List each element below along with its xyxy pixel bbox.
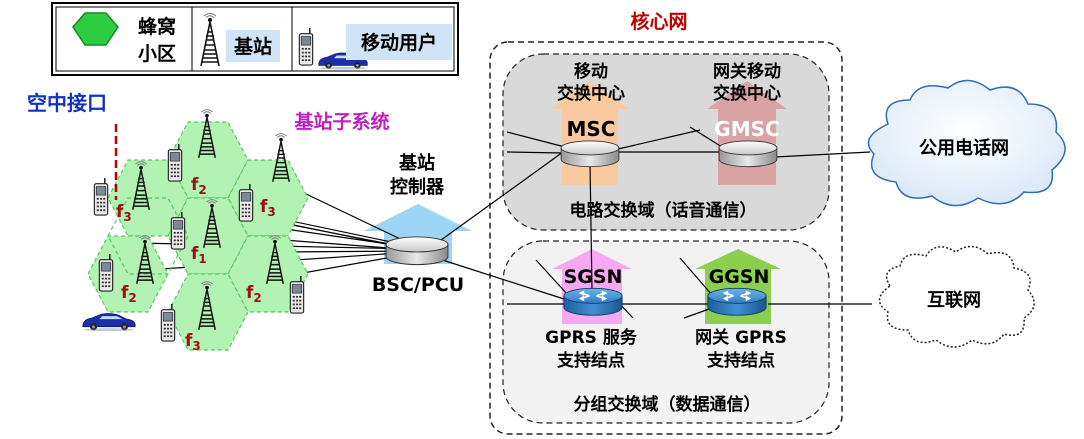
msc-label-line2: 交换中心 [557, 83, 625, 104]
pstn-cloud: 公用电话网 [867, 79, 1066, 207]
cell-hexagon [167, 273, 249, 351]
legend: 蜂窝 小区 基站 移动用户 [51, 2, 459, 76]
legend-base-station-label: 基站 [233, 35, 272, 58]
cell-hexagon [167, 197, 249, 275]
core-network-frame [489, 41, 843, 435]
air-interface-label: 空中接口 [27, 91, 107, 115]
sgsn-label-line1: GPRS 服务 [545, 327, 638, 348]
gmsc-disk-icon [718, 140, 778, 168]
legend-cell-hexagon-icon [72, 12, 119, 46]
frequency-labels: f2 f3 f3 f1 f2 f2 f3 [116, 175, 276, 353]
ggsn-name: GGSN [709, 266, 770, 288]
sgsn-router-icon [562, 287, 624, 317]
internet-cloud: 互联网 [878, 245, 1035, 348]
freq-f2-label: f2 [121, 283, 137, 305]
bss-title: 基站子系统 [293, 110, 389, 133]
cell-hexagon [227, 235, 309, 313]
sgsn-label-line2: 支持结点 [557, 350, 625, 371]
core-network-title: 核心网 [630, 10, 687, 33]
ggsn-label-line1: 网关 GPRS [695, 327, 787, 348]
internet-label: 互联网 [927, 290, 981, 311]
ggsn-label-line2: 支持结点 [707, 350, 775, 371]
cell-hexagon [167, 121, 249, 199]
phone-icon [160, 304, 176, 342]
base-station-icon [271, 132, 291, 183]
msc-disk-icon [560, 140, 620, 168]
phone-icon [167, 144, 183, 182]
phone-icon [98, 254, 114, 292]
freq-f2-label: f2 [246, 283, 262, 305]
legend-phone-icon [298, 28, 314, 66]
gmsc-label-line1: 网关移动 [713, 61, 781, 82]
packet-domain-label: 分组交换域（数据通信） [574, 394, 761, 415]
freq-f1-label: f1 [191, 244, 207, 266]
legend-cell-label-line2: 小区 [138, 43, 176, 65]
msc-label-line1: 移动 [574, 61, 608, 82]
freq-f3-label: f3 [116, 202, 132, 224]
bsc-label-line2: 控制器 [390, 176, 445, 198]
freq-f3-label: f3 [260, 197, 276, 219]
freq-f2-label: f2 [191, 175, 207, 197]
bsc-disk-icon [385, 236, 449, 266]
bsc-name: BSC/PCU [372, 274, 464, 296]
ggsn-router-icon [706, 287, 768, 317]
phone-icon [93, 178, 109, 216]
phone-icon [289, 276, 305, 314]
gmsc-name: GMSC [714, 117, 779, 141]
bsc-label-line1: 基站 [398, 152, 435, 174]
msc-name: MSC [567, 117, 616, 141]
pstn-label: 公用电话网 [919, 137, 1009, 159]
gmsc-label-line2: 交换中心 [713, 83, 781, 104]
phone-icon [238, 184, 254, 222]
phone-icon [170, 212, 186, 250]
car-icon [82, 312, 136, 332]
legend-mobile-user-label: 移动用户 [361, 31, 437, 54]
circuit-domain-label: 电路交换域（话音通信） [570, 200, 757, 221]
cell-hexagon [107, 197, 189, 275]
sgsn-name: SGSN [564, 266, 623, 288]
freq-f3-label: f3 [185, 331, 201, 353]
legend-cell-label-line1: 蜂窝 [138, 15, 176, 38]
